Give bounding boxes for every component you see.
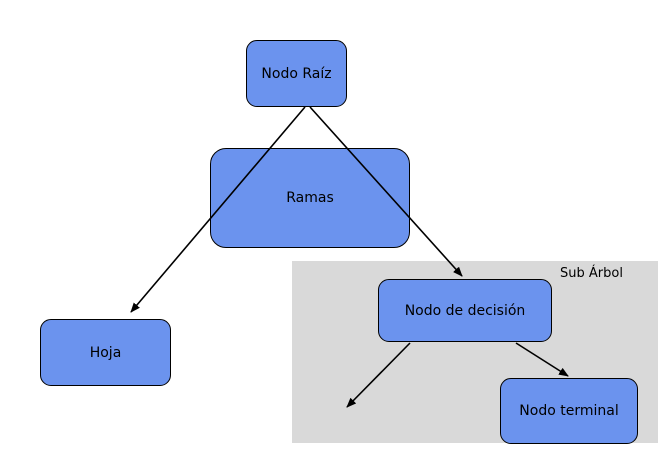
edge-root-to-leaf [130,106,306,313]
node-root-label: Nodo Raíz [261,65,332,82]
node-branches-label: Ramas [286,190,334,206]
node-branches: Ramas [210,148,410,248]
node-terminal: Nodo terminal [500,378,638,444]
edge-decision-to-empty-child [346,342,411,408]
node-root: Nodo Raíz [246,40,347,107]
edge-decision-to-terminal [515,342,569,377]
node-terminal-label: Nodo terminal [519,403,619,419]
edge-root-to-decision [309,106,463,277]
node-leaf: Hoja [40,319,171,386]
node-decision-label: Nodo de decisión [404,302,526,319]
node-decision: Nodo de decisión [378,279,552,342]
node-leaf-label: Hoja [89,344,122,361]
subtree-label: Sub Árbol [560,266,623,281]
